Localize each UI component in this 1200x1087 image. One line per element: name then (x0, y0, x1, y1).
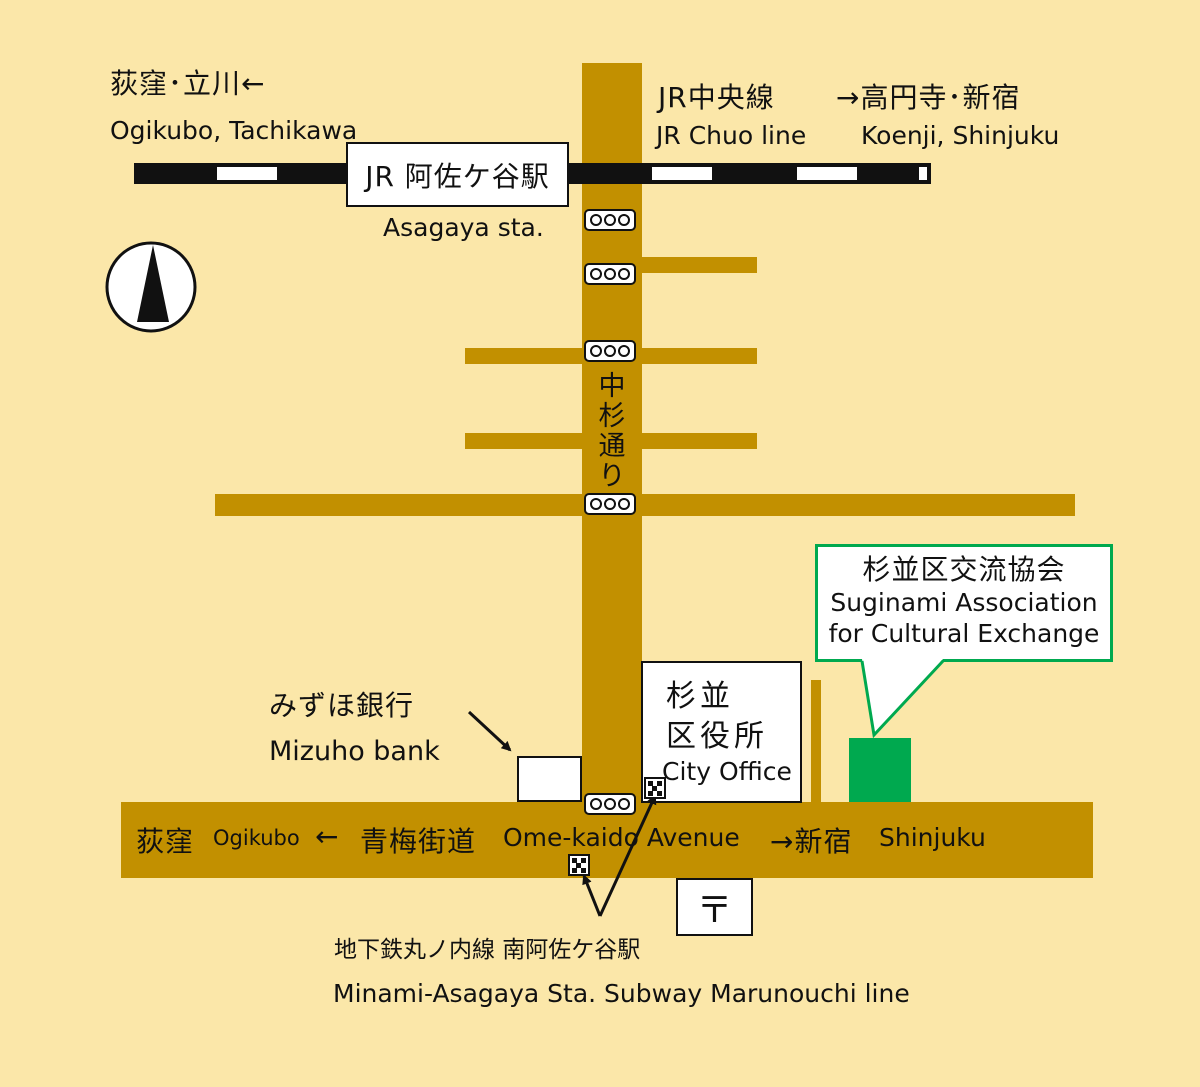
rail-west-label-en: Ogikubo, Tachikawa (110, 116, 358, 145)
asagaya-station-name-en: Asagaya sta. (383, 213, 544, 242)
side-street-3 (465, 433, 757, 449)
destination-building (849, 738, 911, 802)
side-street-1 (642, 257, 757, 273)
post-office-icon: 〒 (676, 878, 753, 936)
nakasugi-road-label: 中杉通り (598, 371, 626, 492)
avenue-east-label-jp: →新宿 (770, 825, 853, 858)
subway-station-label-en: Minami-Asagaya Sta. Subway Marunouchi li… (333, 979, 910, 1008)
rail-line-label-en: JR Chuo line (656, 121, 807, 150)
cross-street (215, 494, 1075, 516)
post-office-symbol: 〒 (696, 890, 733, 931)
avenue-west-label-en: Ogikubo (213, 826, 300, 850)
mizuho-bank-label-jp: みずほ銀行 (269, 689, 415, 722)
traffic-signal-icon (584, 493, 636, 515)
mizuho-bank-building (517, 756, 582, 802)
destination-name-en-1: Suginami Association (830, 588, 1098, 617)
traffic-signal-icon (584, 209, 636, 231)
subway-arrow-south (582, 874, 602, 917)
destination-name-en-2: for Cultural Exchange (828, 619, 1100, 648)
city-office-name-jp-1: 杉並 (666, 679, 734, 714)
city-office-name-jp-2: 区役所 (666, 719, 768, 754)
avenue-name-en: Ome-kaido Avenue (503, 823, 740, 852)
subway-entrance-icon (568, 854, 590, 876)
subway-entrance-icon (644, 777, 666, 799)
subway-station-label-jp: 地下鉄丸ノ内線 南阿佐ケ谷駅 (334, 937, 641, 963)
rail-west-label-jp: 荻窪･立川← (110, 67, 266, 100)
city-office-name-en: City Office (662, 757, 792, 786)
avenue-west-label-jp: 荻窪 (136, 825, 195, 858)
rail-east-label-jp: →高円寺･新宿 (836, 81, 1021, 114)
asagaya-station-box: JR 阿佐ケ谷駅 (346, 142, 569, 207)
avenue-left-arrow: ← (315, 820, 340, 853)
avenue-east-label-en: Shinjuku (879, 823, 986, 852)
rail-east-label-en: Koenji, Shinjuku (861, 121, 1060, 150)
destination-callout: 杉並区交流協会 Suginami Association for Cultura… (815, 544, 1113, 662)
traffic-signal-icon (584, 263, 636, 285)
subway-arrow-north (598, 794, 657, 917)
mizuho-bank-label-en: Mizuho bank (269, 736, 440, 767)
bank-arrow (467, 710, 512, 752)
small-lane (811, 680, 821, 802)
traffic-signal-icon (584, 793, 636, 815)
asagaya-station-name-jp: JR 阿佐ケ谷駅 (365, 159, 550, 193)
traffic-signal-icon (584, 340, 636, 362)
avenue-name-jp: 青梅街道 (360, 825, 477, 858)
city-office-building (641, 661, 802, 803)
destination-name-jp: 杉並区交流協会 (862, 553, 1066, 586)
rail-line-label-jp: JR中央線 (658, 81, 775, 114)
